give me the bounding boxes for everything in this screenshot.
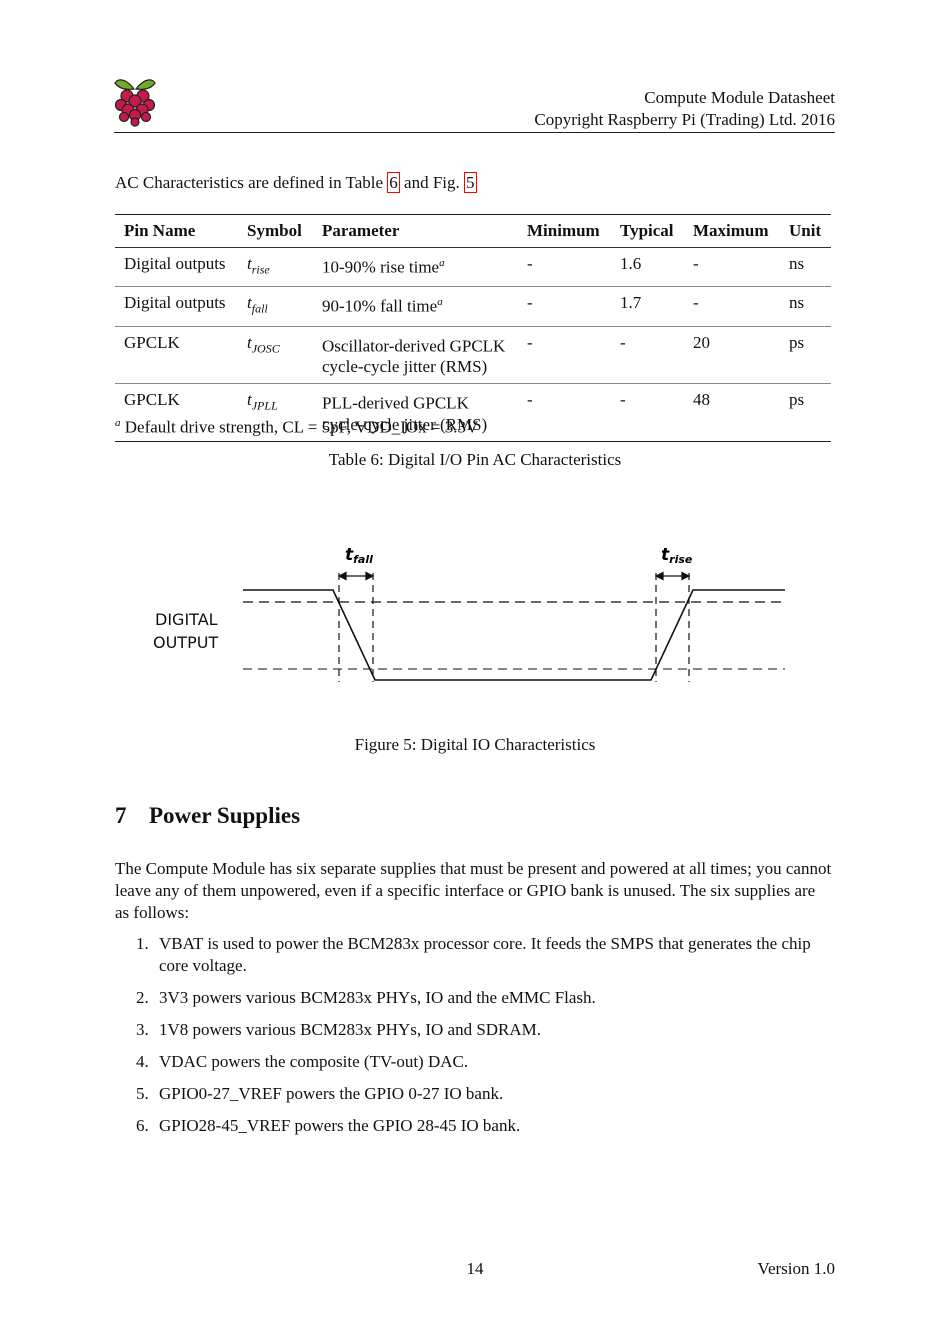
cell-pin-name: GPCLK [115, 326, 238, 385]
header-copyright: Copyright Raspberry Pi (Trading) Ltd. 20… [534, 110, 835, 129]
signal-label-line2: OUTPUT [153, 633, 218, 652]
column-header: Symbol [238, 214, 313, 248]
cell-maximum: - [684, 247, 780, 288]
footnote-text: Default drive strength, CL = 5pF, VDD_IO… [120, 417, 479, 437]
digital-output-waveform [243, 589, 785, 681]
cell-unit: ns [780, 247, 831, 288]
list-text: 1V8 powers various BCM283x PHYs, IO and … [159, 1020, 542, 1039]
cell-symbol: trise [238, 247, 313, 288]
column-header: Maximum [684, 214, 780, 248]
section-heading: 7 Power Supplies [115, 803, 300, 829]
cell-maximum: 20 [684, 326, 780, 385]
timing-diagram: DIGITAL OUTPUT tfall trise [153, 545, 785, 682]
list-text: GPIO28-45_VREF powers the GPIO 28-45 IO … [159, 1116, 521, 1135]
figure-caption: Figure 5: Digital IO Characteristics [354, 735, 596, 754]
intro-middle: and Fig. [399, 173, 465, 192]
list-text: 3V3 powers various BCM283x PHYs, IO and … [159, 988, 596, 1007]
list-item: 1. VBAT is used to power the BCM283x proc… [115, 933, 835, 977]
list-item: 4. VDAC powers the composite (TV-out) DAC… [115, 1051, 835, 1073]
list-text: VBAT is used to power the BCM283x proces… [159, 934, 811, 953]
list-item: 6. GPIO28-45_VREF powers the GPIO 28-45 I… [115, 1115, 835, 1137]
list-number: 2. [136, 988, 149, 1007]
header-rule [114, 132, 835, 133]
cell-symbol: tJOSC [238, 326, 313, 385]
table-ref-link[interactable]: 6 [387, 172, 400, 193]
t-rise-label: trise [661, 545, 693, 566]
cell-minimum: - [518, 383, 611, 443]
cell-parameter: 90-10% fall timea [313, 286, 518, 327]
cell-symbol: tJPLL [238, 383, 313, 443]
cell-unit: ns [780, 286, 831, 327]
cell-minimum: - [518, 286, 611, 327]
section-body-line: as follows: [115, 903, 190, 922]
version-label: Version 1.0 [757, 1259, 835, 1278]
signal-label-line1: DIGITAL [155, 610, 218, 629]
cell-maximum: 48 [684, 383, 780, 443]
list-item: 3. 1V8 powers various BCM283x PHYs, IO an… [115, 1019, 835, 1041]
t-fall-label: tfall [345, 545, 373, 566]
list-text: GPIO0-27_VREF powers the GPIO 0-27 IO ba… [159, 1084, 504, 1103]
header-title: Compute Module Datasheet [644, 88, 835, 107]
intro-text: AC Characteristics are defined in Table … [115, 172, 477, 194]
cell-symbol: tfall [238, 286, 313, 327]
page-number: 14 [466, 1259, 484, 1278]
list-number: 4. [136, 1052, 149, 1071]
cell-pin-name: Digital outputs [115, 247, 238, 288]
list-text: VDAC powers the composite (TV-out) DAC. [159, 1052, 469, 1071]
list-number: 3. [136, 1020, 149, 1039]
cell-parameter: 10-90% rise timea [313, 247, 518, 288]
list-item: 5. GPIO0-27_VREF powers the GPIO 0-27 IO … [115, 1083, 835, 1105]
cell-unit: ps [780, 383, 831, 443]
cell-pin-name: GPCLK [115, 383, 238, 443]
cell-pin-name: Digital outputs [115, 286, 238, 327]
ac-characteristics-table: Pin Name Symbol Parameter Minimum Typica… [115, 214, 831, 443]
section-body-line: The Compute Module has six separate supp… [115, 859, 832, 878]
column-header: Unit [780, 214, 831, 248]
list-text: core voltage. [159, 956, 247, 975]
list-number: 1. [136, 934, 149, 953]
section-body: The Compute Module has six separate supp… [115, 858, 835, 924]
cell-typical: 1.7 [611, 286, 684, 327]
table-caption: Table 6: Digital I/O Pin AC Characterist… [328, 450, 622, 469]
table-header-row: Pin Name Symbol Parameter Minimum Typica… [115, 214, 831, 248]
cell-typical: - [611, 326, 684, 385]
section-body-line: leave any of them unpowered, even if a s… [115, 881, 816, 900]
power-supply-list: 1. VBAT is used to power the BCM283x proc… [115, 933, 835, 1147]
list-item: 2. 3V3 powers various BCM283x PHYs, IO an… [115, 987, 835, 1009]
list-number: 6. [136, 1116, 149, 1135]
section-title: Power Supplies [149, 803, 301, 828]
footnote-mark: a [115, 417, 121, 429]
cell-typical: - [611, 383, 684, 443]
list-number: 5. [136, 1084, 149, 1103]
cell-minimum: - [518, 326, 611, 385]
cell-unit: ps [780, 326, 831, 385]
cell-typical: 1.6 [611, 247, 684, 288]
table-footnote: a Default drive strength, CL = 5pF, VDD_… [115, 412, 478, 439]
intro-before: AC Characteristics are defined in Table [115, 173, 388, 192]
column-header: Pin Name [115, 214, 238, 248]
cell-maximum: - [684, 286, 780, 327]
raspberry-pi-logo [114, 79, 156, 127]
figure-ref-link[interactable]: 5 [464, 172, 477, 193]
column-header: Parameter [313, 214, 518, 248]
column-header: Typical [611, 214, 684, 248]
cell-minimum: - [518, 247, 611, 288]
section-number: 7 [115, 803, 127, 828]
column-header: Minimum [518, 214, 611, 248]
